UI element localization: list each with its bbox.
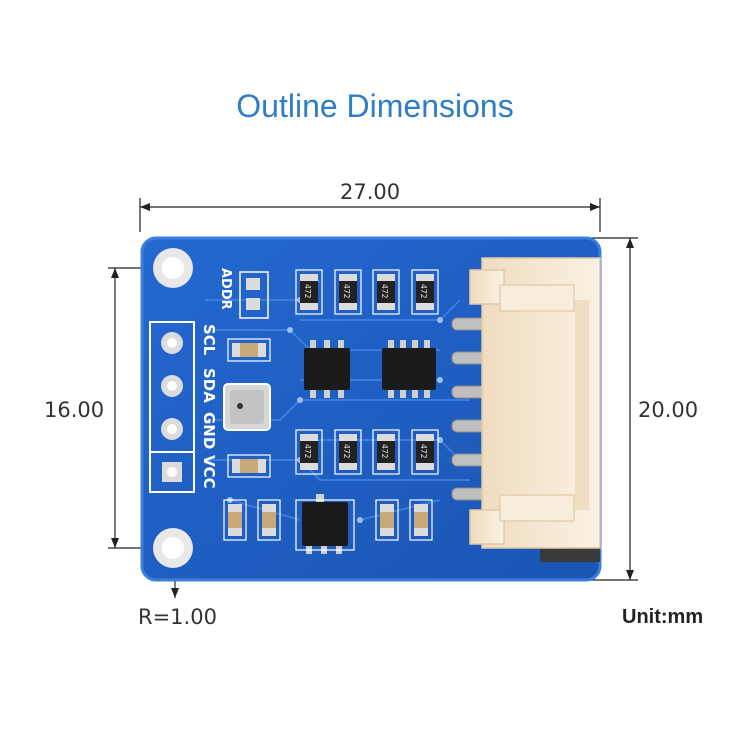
resistor-marking: 472: [342, 444, 351, 459]
addr-jumper-pads: [239, 271, 269, 319]
pin-header-pads: [161, 332, 183, 482]
unit-label: Unit:mm: [622, 606, 704, 628]
capacitor-left-top: [227, 338, 271, 362]
regulator-chip: [295, 494, 355, 554]
pin-label-vcc: VCC: [200, 455, 218, 489]
capacitor-bottom-row: [223, 499, 433, 541]
hole-spacing-dimension-label: 16.00: [44, 398, 105, 422]
mounting-hole-top: [153, 248, 193, 288]
resistor-marking: 472: [303, 284, 312, 299]
resistor-marking: 472: [303, 444, 312, 459]
height-dimension-label: 20.00: [638, 398, 699, 422]
ic-chip-right: [382, 340, 436, 398]
ic-chip-left: [304, 340, 350, 398]
resistor-marking: 472: [419, 284, 428, 299]
page-title: Outline Dimensions: [236, 88, 514, 124]
pin-label-gnd: GND: [200, 412, 218, 449]
addr-label: ADDR: [218, 268, 233, 310]
capacitor-left-bottom: [227, 454, 271, 478]
pin-label-scl: SCL: [200, 324, 218, 356]
pin-label-sda: SDA: [200, 368, 218, 403]
pin-header-outline: [149, 321, 195, 493]
dimension-lines: [108, 198, 638, 598]
resistor-marking: 472: [419, 444, 428, 459]
pcb-board: SCL SDA GND VCC ADDR: [140, 236, 602, 582]
corner-radius-label: R=1.00: [138, 605, 217, 629]
width-dimension-label: 27.00: [340, 180, 401, 204]
resistor-row-bottom: 472 472 472 472: [295, 429, 439, 475]
sensor-chip: [223, 383, 271, 431]
resistor-marking: 472: [342, 284, 351, 299]
mounting-hole-bottom: [153, 528, 193, 568]
resistor-marking: 472: [380, 444, 389, 459]
resistor-marking: 472: [380, 284, 389, 299]
resistor-row-top: 472 472 472 472: [295, 269, 439, 315]
connector-housing: [451, 257, 601, 562]
